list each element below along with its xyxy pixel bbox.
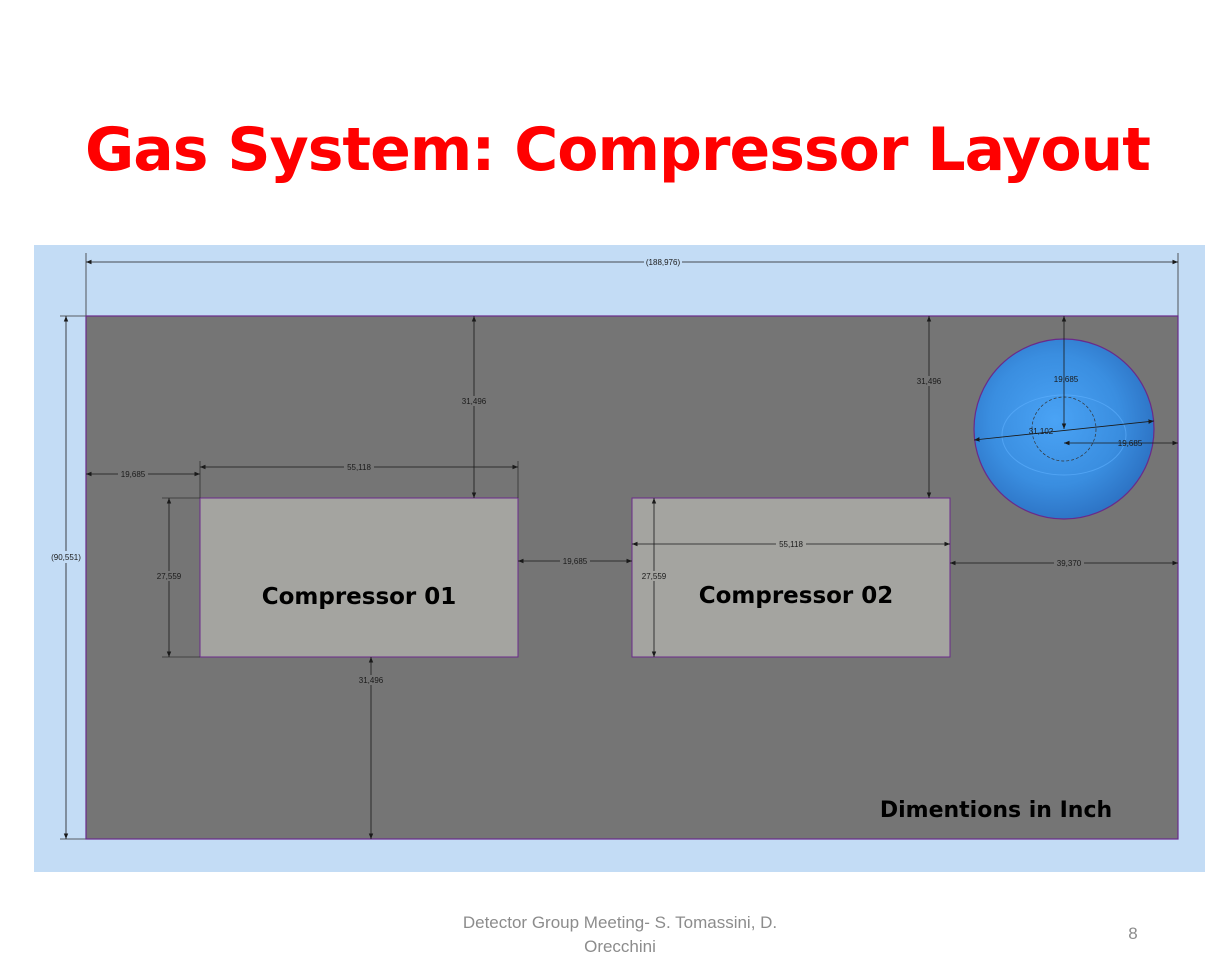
tank-inner-radius-label: 19,685 <box>1054 375 1079 384</box>
comp2-top-clearance-label: 31,496 <box>917 377 942 386</box>
left-margin-label: 19,685 <box>121 470 146 479</box>
page-number: 8 <box>1128 924 1138 943</box>
gas-tank: 19,685 31,102 19,685 <box>973 316 1178 520</box>
layout-drawing-svg: (188,976) (90,551) Compressor 01 Compres… <box>48 253 1179 840</box>
compressor-01-label: Compressor 01 <box>262 584 457 610</box>
overall-height-dimension: (90,551) <box>48 315 86 840</box>
comp1-top-clearance-label: 31,496 <box>462 397 487 406</box>
comp1-bottom-clearance-label: 31,496 <box>359 676 384 685</box>
overall-width-dimension: (188,976) <box>85 253 1179 316</box>
comp2-right-clearance-label: 39,370 <box>1057 559 1082 568</box>
gap-dimension: 19,685 <box>518 556 632 566</box>
comp1-top-clearance-dimension: 31,496 <box>459 316 489 498</box>
comp2-width-dimension: 55,118 <box>632 539 950 549</box>
compressor-02-label: Compressor 02 <box>699 583 894 609</box>
slide-title: Gas System: Compressor Layout <box>85 115 1151 185</box>
compressor-01: Compressor 01 <box>199 497 519 658</box>
comp1-bottom-clearance-dimension: 31,496 <box>356 657 386 839</box>
comp2-width-label: 55,118 <box>779 540 803 549</box>
comp1-height-dimension: 27,559 <box>154 497 200 658</box>
overall-height-label: (90,551) <box>51 553 81 562</box>
comp1-height-label: 27,559 <box>157 572 182 581</box>
left-margin-dimension: 19,685 <box>86 469 200 479</box>
comp2-height-dimension: 27,559 <box>640 498 668 657</box>
units-note: Dimentions in Inch <box>880 798 1112 823</box>
comp2-right-clearance-dimension: 39,370 <box>950 558 1178 568</box>
tank-offset-label: 19,685 <box>1118 439 1143 448</box>
tank-diameter-label: 31,102 <box>1029 427 1054 436</box>
overall-width-label: (188,976) <box>646 258 681 267</box>
comp2-top-clearance-dimension: 31,496 <box>914 316 944 498</box>
comp1-width-dimension: 55,118 <box>199 461 519 498</box>
gap-label: 19,685 <box>563 557 588 566</box>
comp2-height-label: 27,559 <box>642 572 667 581</box>
compressor-02: Compressor 02 <box>631 497 951 658</box>
comp1-width-label: 55,118 <box>347 463 371 472</box>
layout-drawing: (188,976) (90,551) Compressor 01 Compres… <box>34 245 1205 872</box>
slide-footer: Detector Group Meeting- S. Tomassini, D.… <box>462 913 778 956</box>
